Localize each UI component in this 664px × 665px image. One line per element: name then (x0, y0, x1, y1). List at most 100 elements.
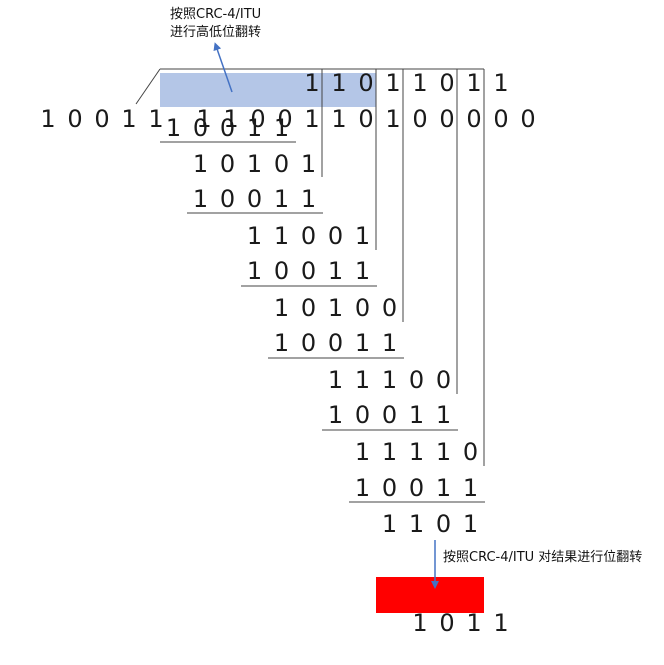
digit: 0 (246, 185, 263, 213)
digit: 1 (192, 185, 209, 213)
digit: 0 (300, 257, 317, 285)
digit: 0 (277, 105, 293, 133)
digit: 0 (327, 222, 344, 250)
digit: 0 (354, 294, 371, 322)
digit: 1 (223, 105, 239, 133)
digit: 1 (435, 438, 452, 466)
digit: 1 (435, 401, 452, 429)
digit: 1 (381, 438, 398, 466)
digit: 1 (246, 150, 263, 178)
digit: 0 (520, 105, 536, 133)
digit: 1 (331, 105, 347, 133)
digit: 0 (435, 366, 452, 394)
digit: 0 (439, 69, 455, 97)
digit: 1 (246, 257, 263, 285)
digit: 1 (466, 69, 482, 97)
digit: 1 (385, 105, 401, 133)
digit: 0 (67, 105, 83, 133)
digit: 0 (462, 438, 479, 466)
digit: 0 (94, 105, 110, 133)
digit: 1 (354, 366, 371, 394)
digit: 0 (408, 474, 425, 502)
digit: 1 (300, 185, 317, 213)
digit: 1 (273, 185, 290, 213)
digit: 1 (412, 69, 428, 97)
digit: 0 (358, 69, 374, 97)
digit: 1 (385, 69, 401, 97)
digit: 1 (273, 114, 290, 142)
digit: 1 (408, 438, 425, 466)
digit: 0 (300, 222, 317, 250)
digit: 1 (327, 257, 344, 285)
digit: 1 (246, 114, 263, 142)
digit: 1 (273, 294, 290, 322)
result-highlight (376, 577, 484, 613)
digit: 0 (327, 329, 344, 357)
digit: 1 (381, 329, 398, 357)
digit: 0 (408, 366, 425, 394)
digit: 1 (354, 329, 371, 357)
digit: 0 (439, 105, 455, 133)
digit: 1 (408, 510, 425, 538)
digit: 1 (165, 114, 182, 142)
digit: 1 (304, 105, 320, 133)
digit: 1 (300, 150, 317, 178)
digit: 1 (354, 438, 371, 466)
digit: 1 (462, 474, 479, 502)
top-annotation-arrow (213, 42, 233, 93)
digit: 1 (354, 222, 371, 250)
digit: 1 (331, 69, 347, 97)
digit: 1 (354, 257, 371, 285)
digit: 0 (192, 114, 209, 142)
crc-long-division-diagram: 按照CRC-4/ITU 进行高低位翻转 按照CRC-4/ITU 对结果进行位翻转… (4, 7, 642, 637)
top-annotation-line2: 进行高低位翻转 (170, 25, 262, 40)
digit: 0 (300, 329, 317, 357)
digit: 1 (354, 474, 371, 502)
digit: 1 (121, 105, 137, 133)
digit: 1 (327, 294, 344, 322)
digit: 0 (273, 150, 290, 178)
digit: 1 (246, 222, 263, 250)
digit: 1 (327, 366, 344, 394)
dividend-highlight (160, 73, 376, 107)
digit: 1 (327, 401, 344, 429)
digit: 0 (250, 105, 266, 133)
digit: 1 (196, 105, 212, 133)
digit: 1 (381, 366, 398, 394)
digit: 1 (435, 474, 452, 502)
division-lines (135, 42, 485, 589)
digit: 0 (300, 294, 317, 322)
digit: 1 (408, 401, 425, 429)
digit: 1 (40, 105, 56, 133)
digit: 1 (192, 150, 209, 178)
digit: 0 (412, 105, 428, 133)
digit: 1 (273, 222, 290, 250)
digit: 0 (219, 114, 236, 142)
digit: 1 (148, 105, 164, 133)
digit: 1 (304, 69, 320, 97)
digit: 0 (358, 105, 374, 133)
bracket-slash (135, 68, 161, 105)
digit: 0 (381, 401, 398, 429)
digit: 0 (466, 105, 482, 133)
